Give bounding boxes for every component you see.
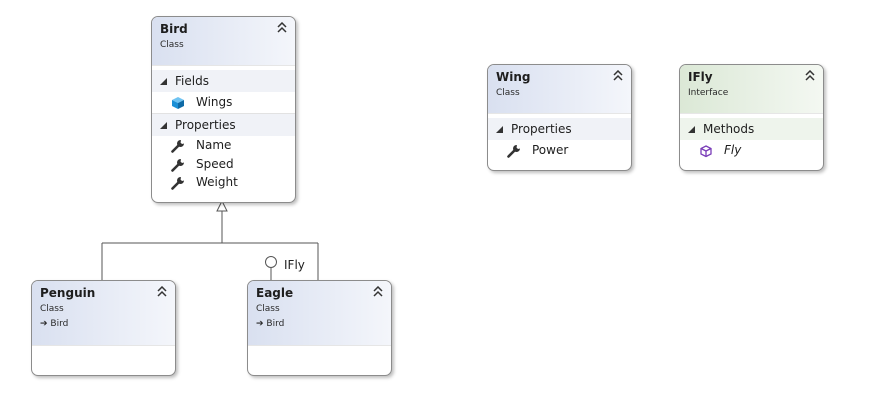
collapse-icon[interactable] xyxy=(805,70,815,81)
penguin-class-box[interactable]: Penguin Class ➔ Bird xyxy=(31,280,176,376)
eagle-class-name: Eagle xyxy=(256,286,294,300)
expanded-triangle-icon[interactable] xyxy=(160,122,167,129)
expanded-triangle-icon[interactable] xyxy=(160,78,167,85)
wrench-icon xyxy=(171,177,184,190)
wing-class-name: Wing xyxy=(496,70,531,84)
bird-class-kind: Class xyxy=(160,40,184,50)
wing-header[interactable]: Wing Class xyxy=(488,65,631,114)
wing-property-power[interactable]: Power xyxy=(488,142,631,160)
properties-label: Properties xyxy=(511,122,572,136)
ifly-interface-name: IFly xyxy=(688,70,713,84)
fields-label: Fields xyxy=(175,74,209,88)
expanded-triangle-icon[interactable] xyxy=(688,126,695,133)
bird-class-name: Bird xyxy=(160,22,188,36)
inherits-arrow-icon: ➔ xyxy=(40,319,48,329)
collapse-icon[interactable] xyxy=(157,286,167,297)
ifly-interface-box[interactable]: IFly Interface Methods Fly xyxy=(679,64,824,171)
inherits-arrow-icon: ➔ xyxy=(256,319,264,329)
wrench-icon xyxy=(507,145,520,158)
penguin-class-name: Penguin xyxy=(40,286,96,300)
collapse-icon[interactable] xyxy=(613,70,623,81)
field-cube-icon xyxy=(172,97,184,109)
method-label: Fly xyxy=(724,143,742,157)
collapse-icon[interactable] xyxy=(373,286,383,297)
bird-properties-section[interactable]: Properties xyxy=(152,114,295,136)
bird-property-weight[interactable]: Weight xyxy=(152,174,295,192)
wing-class-box[interactable]: Wing Class Properties Power xyxy=(487,64,632,171)
method-cube-icon xyxy=(700,145,712,158)
lollipop-circle xyxy=(265,256,277,268)
penguin-header[interactable]: Penguin Class ➔ Bird xyxy=(32,281,175,346)
ifly-header[interactable]: IFly Interface xyxy=(680,65,823,114)
property-label: Weight xyxy=(196,175,238,189)
base-class-label: Bird xyxy=(266,319,285,329)
eagle-class-box[interactable]: Eagle Class ➔ Bird xyxy=(247,280,392,376)
expanded-triangle-icon[interactable] xyxy=(496,126,503,133)
section-divider xyxy=(152,113,295,114)
lollipop-ifly-label: IFly xyxy=(284,258,305,272)
field-label: Wings xyxy=(196,95,233,109)
wrench-icon xyxy=(171,140,184,153)
property-label: Name xyxy=(196,138,232,152)
collapse-icon[interactable] xyxy=(277,22,287,33)
wrench-icon xyxy=(171,159,184,172)
property-label: Speed xyxy=(196,157,234,171)
wing-properties-section[interactable]: Properties xyxy=(488,118,631,140)
methods-label: Methods xyxy=(703,122,755,136)
bird-field-wings[interactable]: Wings xyxy=(152,94,295,112)
bird-fields-section[interactable]: Fields xyxy=(152,70,295,92)
property-label: Power xyxy=(532,143,569,157)
penguin-class-kind: Class xyxy=(40,304,64,314)
eagle-base-class: ➔ Bird xyxy=(256,319,284,329)
ifly-interface-kind: Interface xyxy=(688,88,729,98)
ifly-methods-section[interactable]: Methods xyxy=(680,118,823,140)
bird-property-speed[interactable]: Speed xyxy=(152,156,295,174)
wing-class-kind: Class xyxy=(496,88,520,98)
ifly-method-fly[interactable]: Fly xyxy=(680,142,823,160)
penguin-base-class: ➔ Bird xyxy=(40,319,68,329)
eagle-class-kind: Class xyxy=(256,304,280,314)
bird-header[interactable]: Bird Class xyxy=(152,17,295,66)
properties-label: Properties xyxy=(175,118,236,132)
bird-class-box[interactable]: Bird Class Fields Wings Properties Name xyxy=(151,16,296,203)
inheritance-arrowhead xyxy=(216,199,228,212)
eagle-header[interactable]: Eagle Class ➔ Bird xyxy=(248,281,391,346)
base-class-label: Bird xyxy=(50,319,69,329)
bird-property-name[interactable]: Name xyxy=(152,137,295,155)
